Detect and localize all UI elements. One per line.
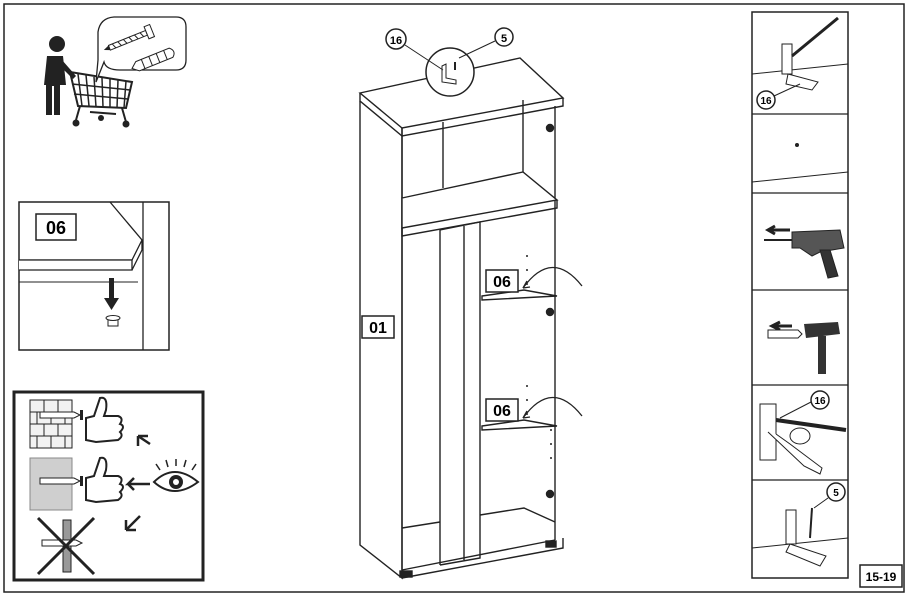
shelf-pin-part-label: 06: [46, 218, 66, 238]
crossed-out-wall-icon: [36, 516, 96, 576]
wall-mark-step: [751, 143, 849, 183]
screw-ref-step: 5: [833, 488, 839, 499]
drill-icon: [764, 224, 845, 279]
shelf-lower-rotate-arrow: [522, 396, 583, 419]
shelf-lower-label-box: [485, 398, 519, 422]
step-range-label: 15-19: [866, 570, 897, 584]
shelf-upper-label-box: [485, 269, 519, 293]
solid-wall-icon: [29, 457, 83, 511]
bracket-ref-step-bottom: 16: [814, 396, 826, 407]
top-bracket-callout: 16 5: [385, 27, 514, 97]
shopping-cart-person-icon: [44, 36, 134, 128]
shelf-lower-part-label: 06: [493, 403, 511, 420]
screwdriver-icon: [759, 390, 847, 475]
wall-bracket-screw-icon: [751, 482, 849, 567]
brick-wall-icon: [29, 399, 83, 449]
hammer-icon: [767, 320, 840, 374]
screw-ref-top: 5: [501, 33, 507, 45]
shelf-upper-part-label: 06: [493, 274, 511, 291]
side-panel-label-box: [361, 315, 395, 339]
bracket-ref-top: 16: [390, 35, 402, 47]
eye-icon: [152, 459, 200, 492]
steps-column: [751, 11, 849, 579]
shelf-upper-rotate-arrow: [522, 266, 583, 289]
wall-type-guide-box: [12, 390, 205, 582]
thumbs-up-icon: [85, 396, 124, 504]
screw-and-dowel-icon: [95, 16, 187, 83]
page-frame: [3, 3, 905, 593]
shelf-pin-detail-box: 06: [18, 201, 170, 351]
step-range-box: [859, 564, 903, 588]
wall-bracket-icon: [751, 16, 849, 110]
bracket-ref-step-top: 16: [760, 96, 772, 107]
shelf-pin-holes: [526, 255, 552, 459]
side-panel-part-label: 01: [369, 320, 387, 337]
